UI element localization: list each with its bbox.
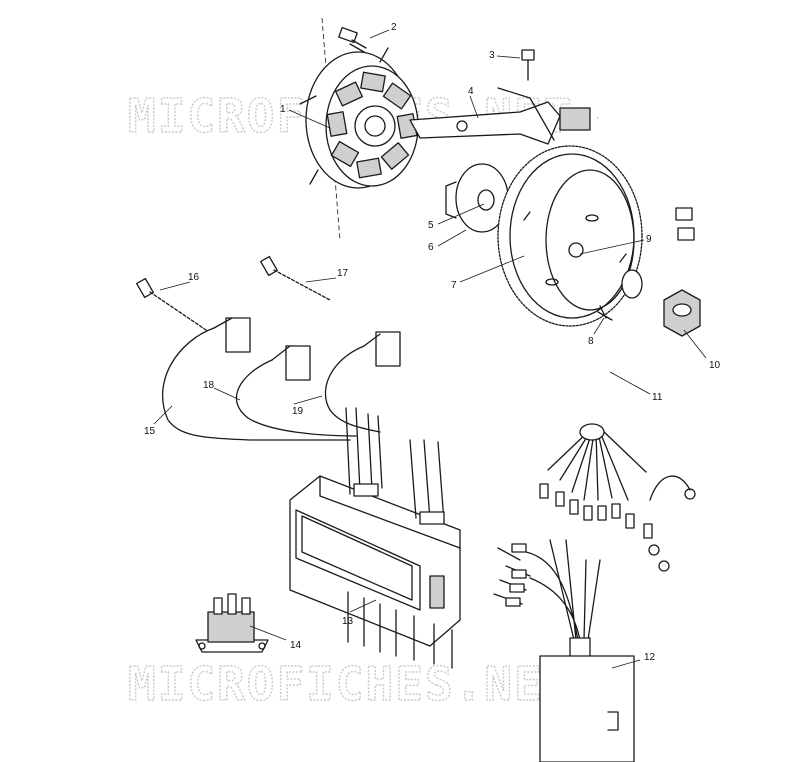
- callout-4: 4: [468, 86, 474, 97]
- callout-2: 2: [391, 22, 397, 33]
- part-cable-tie-16: [136, 277, 207, 331]
- callout-3: 3: [489, 50, 495, 61]
- part-nut-10: [663, 289, 701, 337]
- callout-7: 7: [451, 280, 457, 291]
- part-bracket-4: [409, 87, 591, 145]
- part-harness-11: [539, 116, 696, 572]
- callout-6: 6: [428, 242, 434, 253]
- callout-9: 9: [646, 234, 652, 245]
- callout-13: 13: [342, 616, 354, 627]
- callout-18: 18: [203, 380, 215, 391]
- part-solenoid-14: [195, 593, 269, 653]
- callout-17: 17: [337, 268, 349, 279]
- callout-1: 1: [280, 104, 286, 115]
- part-spark-plug-wires: [162, 317, 401, 441]
- callout-5: 5: [428, 220, 434, 231]
- part-stator-1: [299, 47, 419, 189]
- callout-10: 10: [709, 360, 721, 371]
- part-cable-tie-17: [260, 255, 331, 301]
- watermark-bottom: MICROFICHES.NET: [128, 657, 573, 711]
- part-connector-12: [493, 539, 635, 762]
- callout-16: 16: [188, 272, 200, 283]
- part-washer-9: [621, 269, 643, 299]
- callout-15: 15: [144, 426, 156, 437]
- leader-lines: [153, 29, 707, 669]
- callout-14: 14: [290, 640, 302, 651]
- part-screw-2: [321, 17, 367, 241]
- callout-labels: 1 2 3 4 5 6 7 8 9 10 11 12 13 14 15 16 1…: [144, 22, 721, 663]
- part-cdi-box-13: [289, 407, 461, 669]
- callout-12: 12: [644, 652, 656, 663]
- callout-19: 19: [292, 406, 304, 417]
- part-screw-8: [597, 305, 613, 321]
- callout-8: 8: [588, 336, 594, 347]
- part-bolt-3: [521, 49, 535, 81]
- callout-11: 11: [652, 392, 663, 403]
- part-flywheel-7: [497, 145, 643, 327]
